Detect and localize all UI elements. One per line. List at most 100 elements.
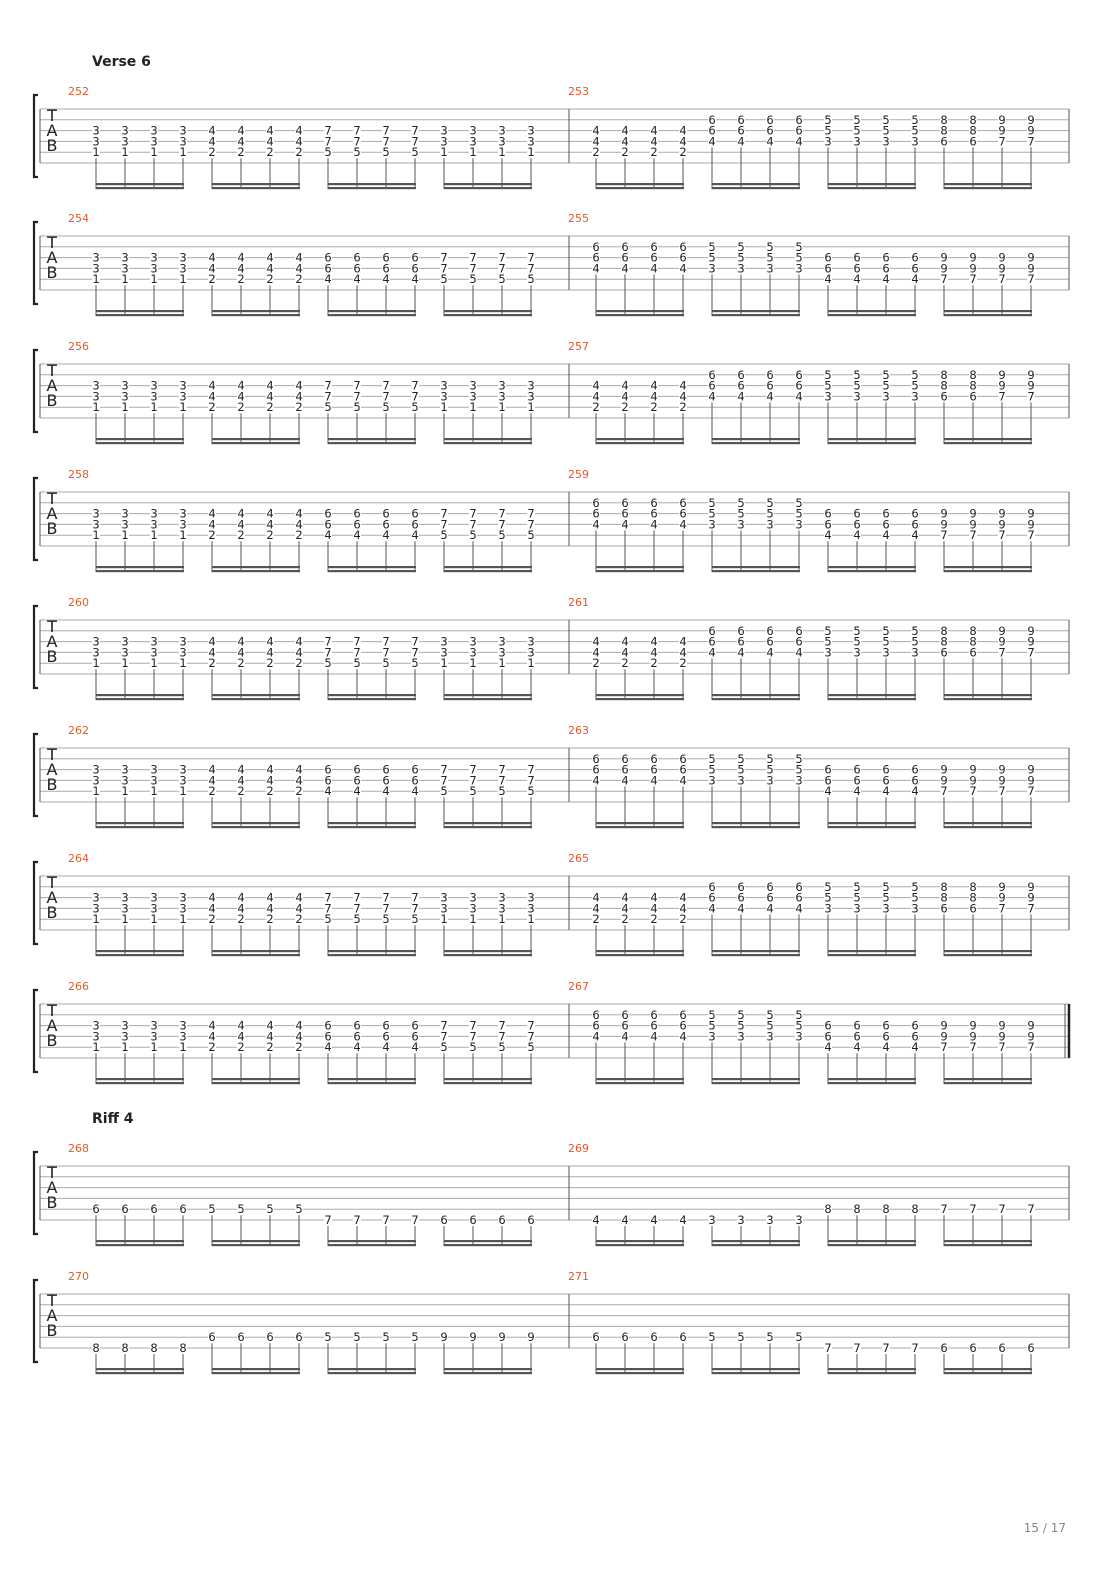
fret-bg — [498, 903, 506, 914]
fret-number: 4 — [237, 1029, 244, 1043]
fret-number: 4 — [266, 389, 273, 403]
fret-bg — [208, 764, 216, 775]
fret-number: 6 — [324, 773, 331, 787]
fret-bg — [527, 1020, 535, 1031]
fret-bg — [998, 647, 1006, 658]
fret-bg — [324, 658, 332, 669]
fret-bg — [324, 786, 332, 797]
fret-bg — [998, 625, 1006, 636]
fret-bg — [208, 508, 216, 519]
beam — [828, 698, 916, 701]
fret-bg — [382, 647, 390, 658]
fret-bg — [940, 508, 948, 519]
fret-number: 3 — [179, 379, 186, 393]
fret-bg — [382, 519, 390, 530]
fret-bg — [795, 1332, 803, 1343]
fret-bg — [469, 147, 477, 158]
fret-number: 5 — [382, 145, 389, 159]
fret-number: 2 — [266, 1040, 273, 1054]
beam — [444, 570, 532, 573]
fret-number: 7 — [498, 507, 505, 521]
fret-bg — [969, 647, 977, 658]
fret-number: 3 — [498, 389, 505, 403]
fret-bg — [469, 764, 477, 775]
fret-number: 4 — [295, 517, 302, 531]
fret-number: 7 — [440, 1019, 447, 1033]
fret-number: 6 — [382, 1019, 389, 1033]
fret-number: 9 — [940, 517, 947, 531]
fret-bg — [469, 1042, 477, 1053]
fret-number: 3 — [498, 379, 505, 393]
fret-bg — [737, 114, 745, 125]
fret-bg — [1027, 1204, 1035, 1215]
fret-number: 4 — [592, 134, 599, 148]
fret-number: 2 — [295, 656, 302, 670]
fret-number: 6 — [92, 1202, 99, 1216]
fret-number: 9 — [1027, 624, 1034, 638]
fret-number: 3 — [121, 773, 128, 787]
fret-bg — [882, 764, 890, 775]
tab-clef-letter: B — [47, 775, 58, 794]
fret-number: 6 — [621, 763, 628, 777]
fret-bg — [708, 881, 716, 892]
fret-bg — [498, 764, 506, 775]
fret-number: 4 — [592, 901, 599, 915]
fret-bg — [382, 775, 390, 786]
fret-bg — [150, 775, 158, 786]
fret-number: 4 — [766, 134, 773, 148]
fret-number: 4 — [353, 1040, 360, 1054]
fret-bg — [121, 903, 129, 914]
fret-bg — [498, 147, 506, 158]
fret-number: 3 — [911, 389, 918, 403]
fret-bg — [650, 1009, 658, 1020]
fret-number: 1 — [92, 145, 99, 159]
fret-number: 3 — [911, 134, 918, 148]
fret-number: 3 — [150, 901, 157, 915]
fret-number: 4 — [208, 773, 215, 787]
fret-number: 8 — [824, 1202, 831, 1216]
fret-bg — [411, 786, 419, 797]
fret-number: 3 — [121, 389, 128, 403]
fret-number: 8 — [969, 624, 976, 638]
fret-number: 3 — [150, 134, 157, 148]
fret-number: 7 — [469, 763, 476, 777]
fret-bg — [324, 647, 332, 658]
fret-number: 6 — [795, 624, 802, 638]
fret-bg — [208, 1031, 216, 1042]
fret-number: 1 — [92, 656, 99, 670]
fret-number: 6 — [853, 763, 860, 777]
fret-number: 6 — [650, 240, 657, 254]
fret-number: 6 — [650, 496, 657, 510]
fret-bg — [382, 658, 390, 669]
fret-number: 6 — [411, 1019, 418, 1033]
fret-number: 5 — [440, 528, 447, 542]
fret-bg — [766, 252, 774, 263]
fret-bg — [940, 786, 948, 797]
fret-bg — [882, 1343, 890, 1353]
fret-number: 7 — [382, 124, 389, 138]
fret-bg — [650, 147, 658, 158]
fret-bg — [266, 508, 274, 519]
fret-number: 3 — [527, 891, 534, 905]
fret-bg — [121, 508, 129, 519]
beam — [328, 698, 416, 701]
fret-number: 6 — [592, 1330, 599, 1344]
fret-number: 5 — [795, 251, 802, 265]
fret-number: 2 — [208, 784, 215, 798]
fret-bg — [998, 519, 1006, 530]
fret-number: 5 — [469, 1040, 476, 1054]
fret-bg — [382, 1332, 390, 1343]
fret-number: 9 — [969, 251, 976, 265]
fret-number: 5 — [411, 400, 418, 414]
beam — [596, 183, 684, 186]
fret-number: 6 — [911, 763, 918, 777]
fret-bg — [527, 775, 535, 786]
fret-bg — [266, 125, 274, 136]
fret-bg — [708, 241, 716, 252]
fret-number: 9 — [1027, 1019, 1034, 1033]
fret-bg — [795, 114, 803, 125]
fret-number: 5 — [795, 752, 802, 766]
fret-number: 5 — [737, 763, 744, 777]
fret-number: 6 — [411, 773, 418, 787]
fret-bg — [208, 274, 216, 285]
